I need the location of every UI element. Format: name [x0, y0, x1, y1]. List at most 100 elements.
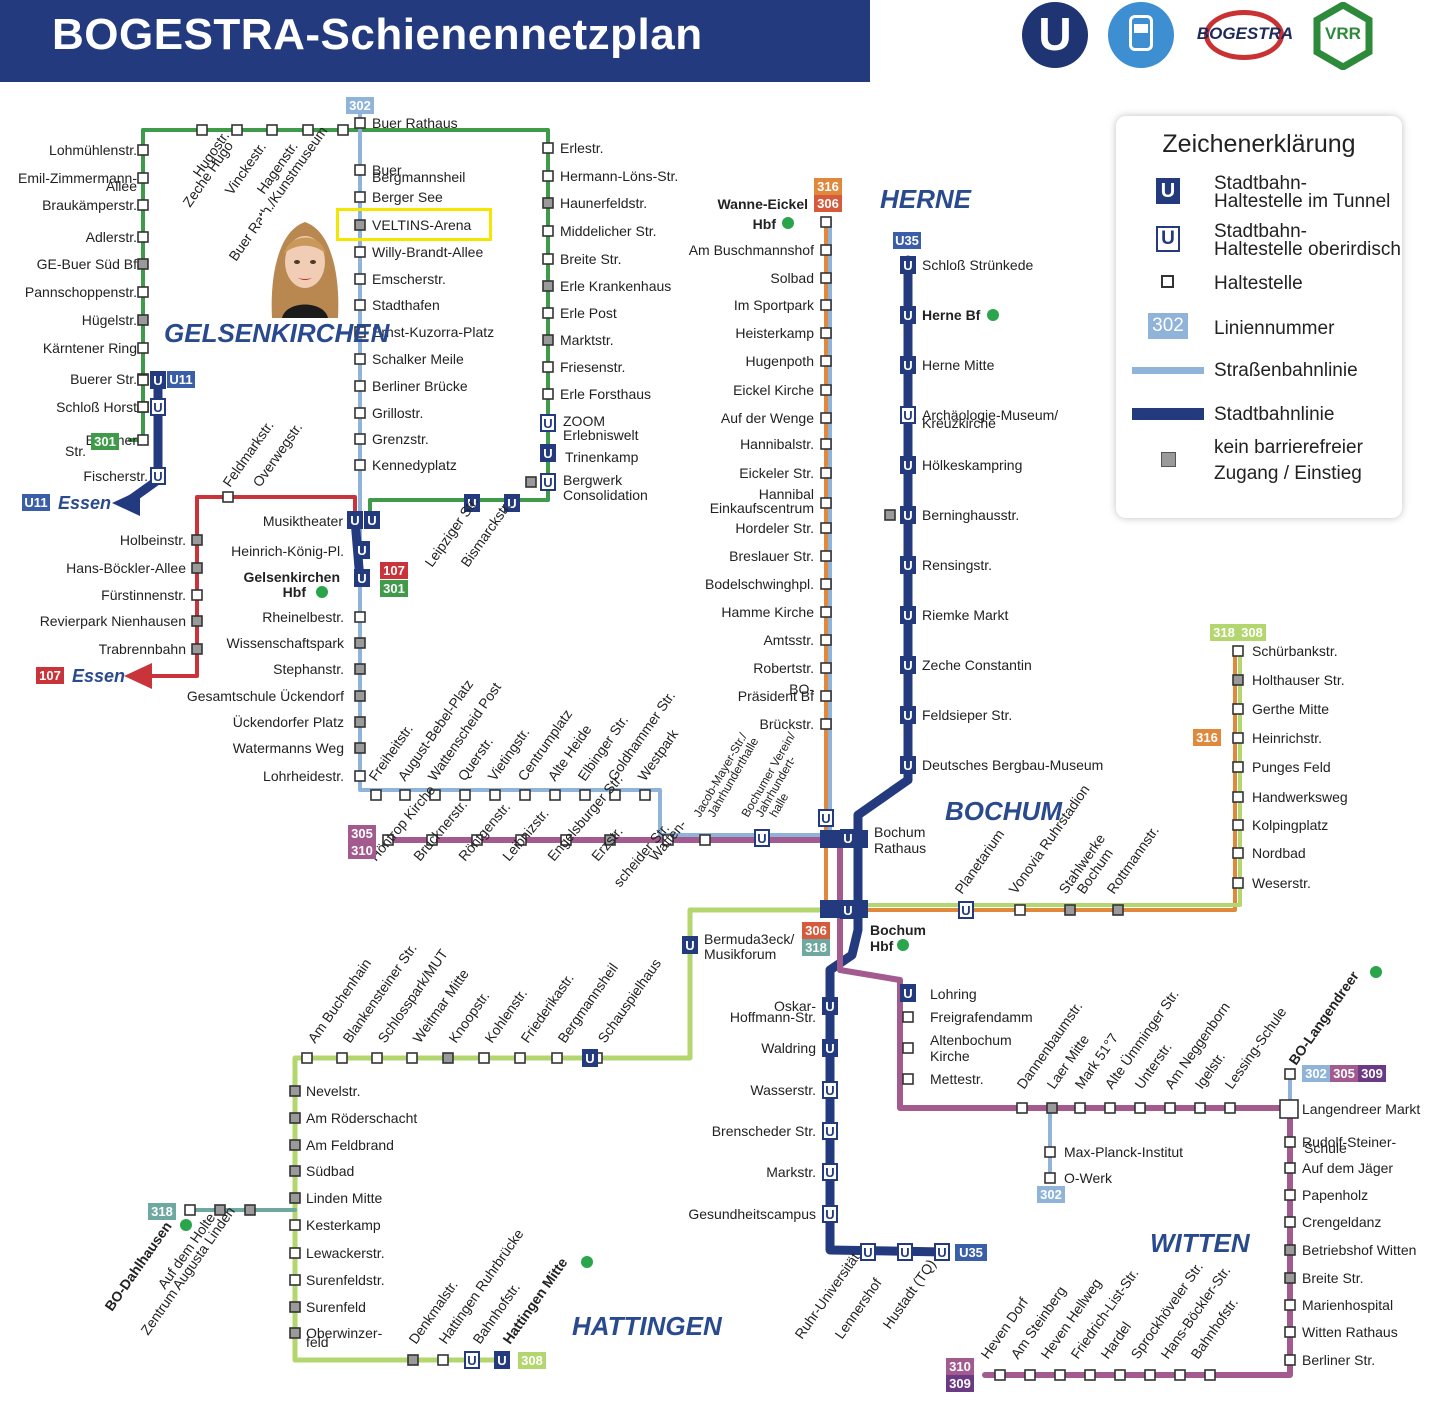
station-label: Musiktheater: [263, 513, 343, 529]
stop-marker: [820, 578, 832, 590]
station-label: Auf dem Jäger: [1302, 1160, 1393, 1176]
stadtbahn-stop: [900, 656, 916, 674]
line-badges: 302316306U35U11301U111073011073053103063…: [22, 97, 1386, 1392]
u-symbol: U: [350, 513, 359, 528]
station-label: Hbf: [753, 216, 777, 232]
stop-marker: [137, 286, 149, 298]
stop-marker: [699, 834, 711, 846]
stop-marker: [266, 124, 278, 136]
stop-marker: [820, 384, 832, 396]
stop-marker: [549, 789, 561, 801]
stop-marker: [1084, 1369, 1096, 1381]
stadtbahn-stop: [822, 1039, 838, 1057]
station-label: Adlerstr.: [86, 229, 137, 245]
region-label: GELSENKIRCHEN: [164, 318, 391, 348]
stop-marker: [289, 1219, 301, 1231]
station-label: Marienhospital: [1302, 1297, 1393, 1313]
line-badge: [1302, 1065, 1330, 1082]
s-bahn-icon: [581, 1256, 593, 1268]
stop-marker: [289, 1247, 301, 1259]
stadtbahn-stop: [840, 901, 856, 919]
u-symbol: U: [843, 831, 852, 846]
station-label: Betriebshof Witten: [1302, 1242, 1416, 1258]
stop-marker: [337, 124, 349, 136]
station-label: Max-Planck-Institut: [1064, 1144, 1183, 1160]
station-label: Lohmühlenstr.: [49, 142, 137, 158]
stop-no-access: [1046, 1102, 1058, 1114]
line-badge-label: U35: [959, 1245, 983, 1260]
legend-no-barrier-free-icon: [1161, 452, 1176, 467]
u-symbol: U: [825, 999, 834, 1014]
line-badge-label: 306: [817, 196, 839, 211]
u-symbol: U: [843, 903, 852, 918]
station-label: Stadthafen: [372, 297, 440, 313]
legend-label: Haltestelle: [1214, 273, 1303, 294]
stop-marker: [137, 434, 149, 446]
line-badge-label: 309: [1361, 1066, 1383, 1081]
station-label: Waldring: [761, 1040, 816, 1056]
stop-marker: [820, 606, 832, 618]
line-badge-label: U11: [24, 495, 47, 510]
station-label: Erle Post: [560, 305, 617, 321]
station-label: Berninghausstr.: [922, 507, 1019, 523]
station-label: Holbeinstr.: [120, 532, 186, 548]
destination-label: Essen: [72, 666, 125, 686]
line-308: [292, 907, 853, 1363]
s-bahn-icon: [180, 1219, 192, 1231]
region-label: HATTINGEN: [572, 1311, 723, 1341]
stadtbahn-stop: [934, 1243, 950, 1261]
station-label: Allee: [106, 178, 137, 194]
stop-marker: [137, 374, 149, 386]
station-label: Hamme Kirche: [721, 604, 814, 620]
station-label: Handwerksweg: [1252, 789, 1348, 805]
line-badge: [946, 1358, 974, 1375]
station-label: Solbad: [770, 270, 814, 286]
line-badge: [167, 371, 195, 388]
station-label: Bermuda3eck/: [704, 931, 794, 947]
u-symbol: U: [903, 408, 912, 423]
stop-marker: [1204, 1369, 1216, 1381]
stop-marker: [1194, 1102, 1206, 1114]
line-badge: [1210, 624, 1238, 641]
u-symbol: U: [367, 513, 376, 528]
station-label: Emscherstr.: [372, 271, 446, 287]
stop-marker: [1232, 732, 1244, 744]
station-label: Im Sportpark: [734, 297, 815, 313]
stop-no-access: [191, 615, 203, 627]
line-badge-label: U35: [895, 233, 919, 248]
line-badge: [893, 232, 921, 249]
legend-label: Haltestelle oberirdisch: [1214, 239, 1401, 260]
u-symbol: U: [863, 1245, 872, 1260]
line-badge: [348, 825, 376, 842]
legend-title: Zeichenerklärung: [1162, 130, 1356, 158]
station-label: Buer: [372, 162, 402, 178]
stop-no-access: [289, 1327, 301, 1339]
stop-marker: [820, 662, 832, 674]
station-label: Oberwinzer-: [306, 1325, 383, 1341]
station-label: Erle Krankenhaus: [560, 278, 671, 294]
arrow-left-icon: [124, 663, 152, 689]
station-label: Bergmannsheil: [372, 169, 465, 185]
station-label: Breslauer Str.: [729, 548, 814, 564]
stadtbahn-stop: [900, 984, 916, 1002]
station-label: Linden Mitte: [306, 1190, 382, 1206]
stop-no-access: [1232, 674, 1244, 686]
legend-tram-line-icon: [1132, 367, 1204, 374]
header-banner: BOGESTRA-Schienennetzplan: [0, 0, 870, 82]
stop-marker: [820, 497, 832, 509]
stop-marker: [639, 789, 651, 801]
station-label: Pannschoppenstr.: [25, 284, 137, 300]
u-symbol: U: [903, 986, 912, 1001]
station-label: Berliner Brücke: [372, 378, 468, 394]
station-label: Hans-Böckler-Allee: [66, 560, 186, 576]
station-label: Bergwerk: [563, 472, 623, 488]
line-badge-label: 107: [383, 563, 405, 578]
stop-no-access: [289, 1192, 301, 1204]
stop-marker: [489, 789, 501, 801]
stop-marker: [354, 407, 366, 419]
stop-no-access: [1064, 904, 1076, 916]
stop-marker: [289, 1274, 301, 1286]
station-label: Am Buschmannshof: [689, 242, 814, 258]
stop-marker: [542, 170, 554, 182]
stop-marker: [1174, 1369, 1186, 1381]
